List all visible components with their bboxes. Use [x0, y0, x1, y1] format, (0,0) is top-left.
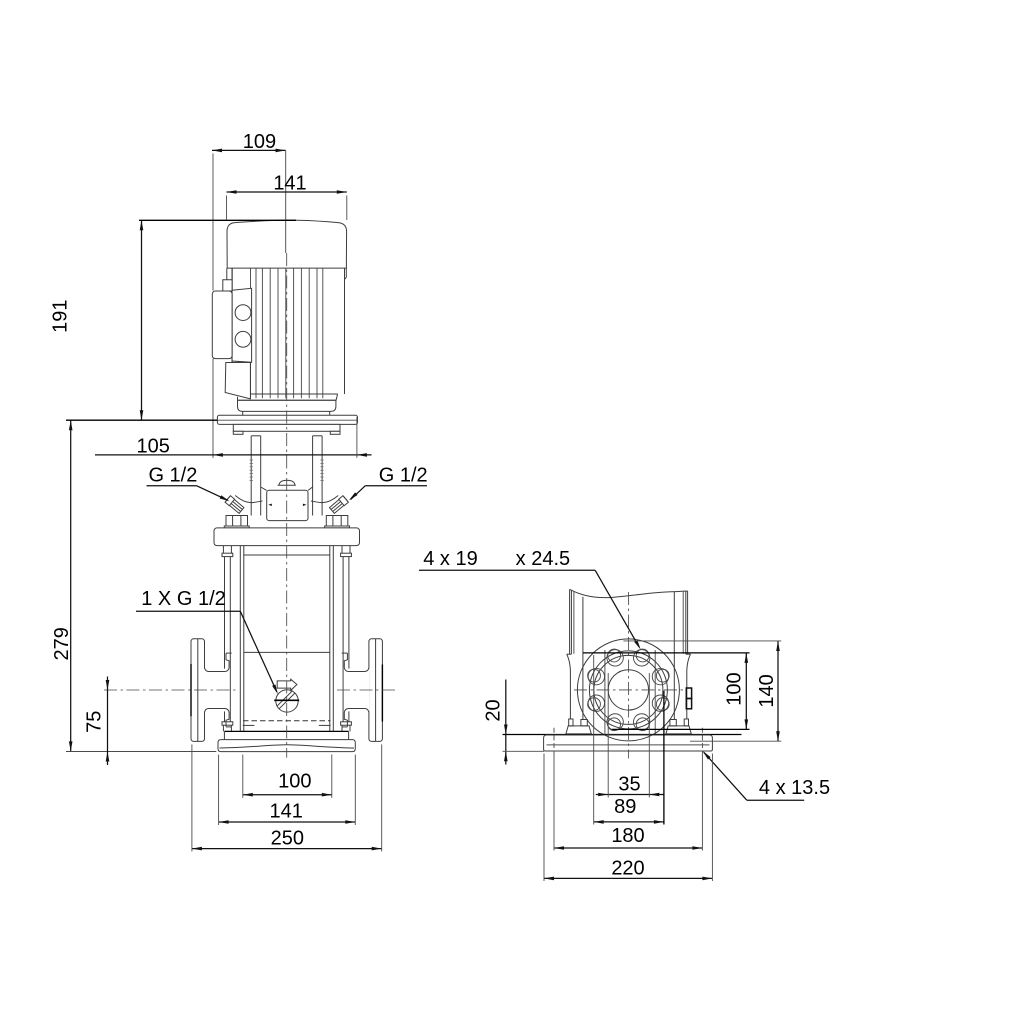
svg-text:G 1/2: G 1/2: [379, 464, 428, 486]
svg-text:100: 100: [724, 672, 746, 705]
svg-text:191: 191: [50, 300, 72, 333]
svg-text:279: 279: [51, 627, 73, 660]
svg-text:x 24.5: x 24.5: [516, 548, 570, 570]
svg-text:4 x 19: 4 x 19: [423, 548, 477, 570]
svg-text:35: 35: [618, 774, 640, 796]
svg-text:75: 75: [84, 711, 106, 733]
svg-text:220: 220: [611, 857, 644, 879]
svg-text:4 x 13.5: 4 x 13.5: [759, 777, 830, 799]
svg-text:141: 141: [270, 801, 303, 823]
svg-text:250: 250: [271, 828, 304, 850]
svg-text:89: 89: [614, 796, 636, 818]
svg-text:G 1/2: G 1/2: [148, 464, 197, 486]
svg-text:180: 180: [611, 825, 644, 847]
svg-text:20: 20: [483, 699, 505, 721]
svg-text:1 X G 1/2: 1 X G 1/2: [141, 588, 226, 610]
svg-text:140: 140: [756, 674, 778, 707]
svg-text:109: 109: [243, 131, 276, 153]
svg-text:141: 141: [273, 172, 306, 194]
svg-text:100: 100: [278, 771, 311, 793]
svg-text:105: 105: [137, 435, 170, 457]
